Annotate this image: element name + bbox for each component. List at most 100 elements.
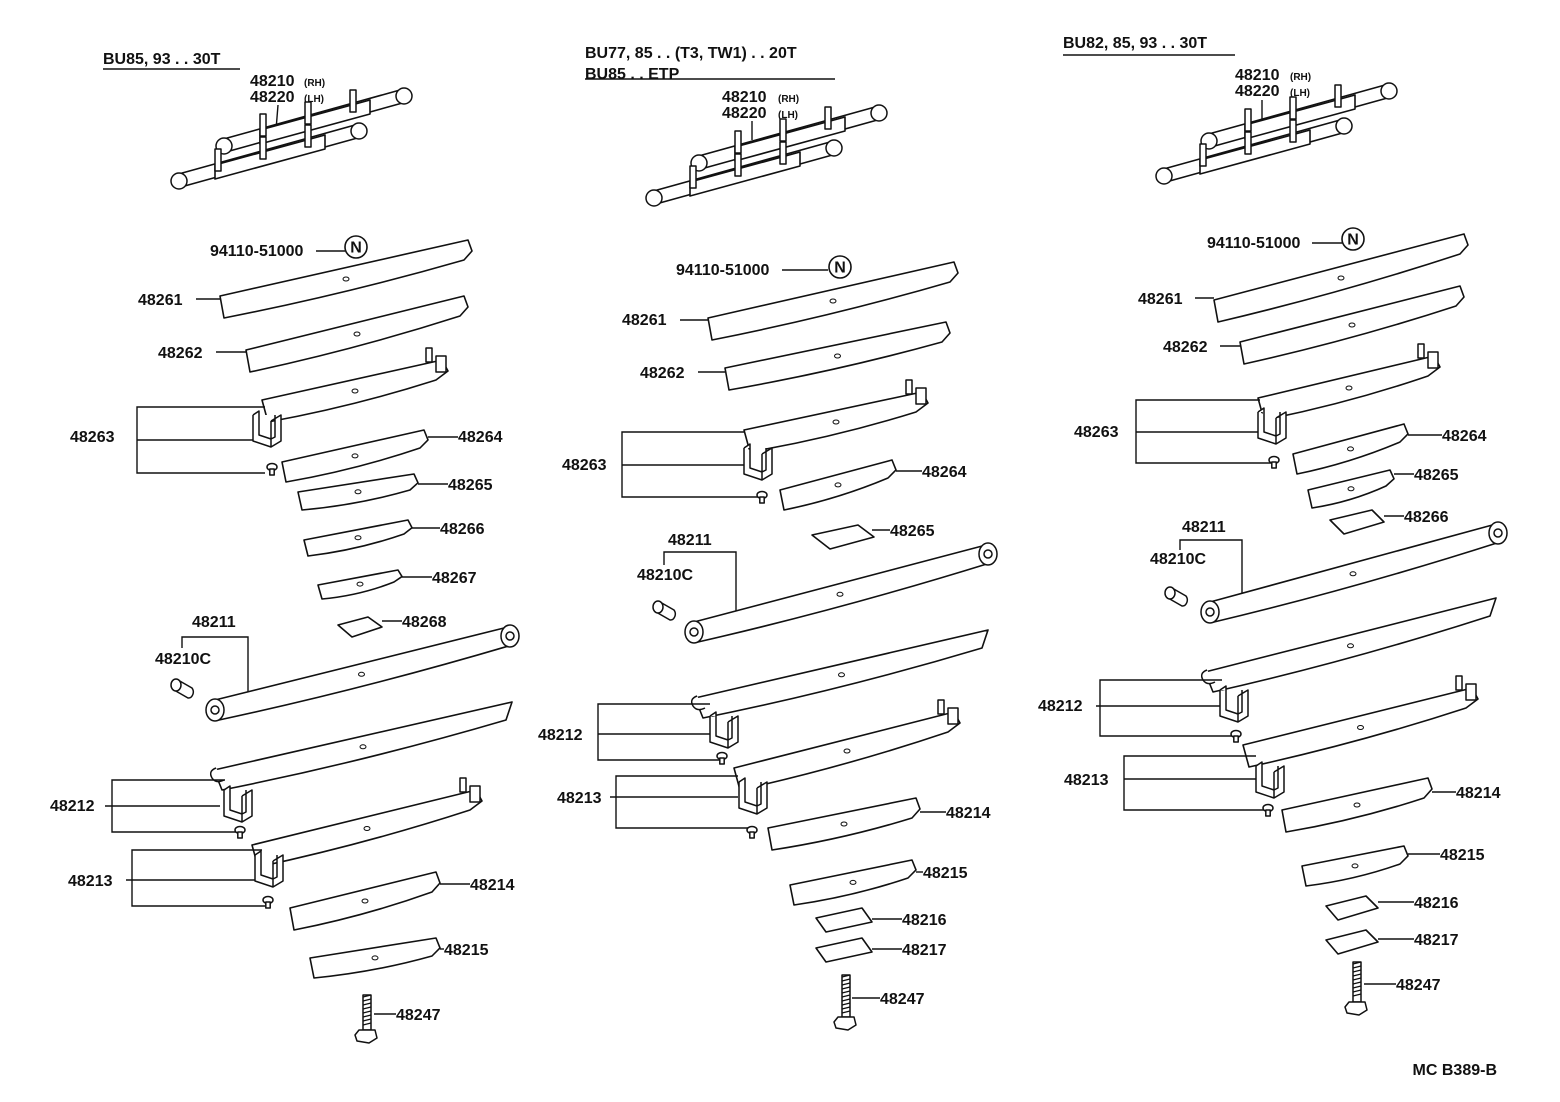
part-number-label: 48211 [192, 614, 236, 631]
assembly-number-label: 48210 [722, 89, 767, 106]
assembly-number-label: 48220 [250, 89, 295, 106]
assembly-leaf-icon [214, 134, 326, 180]
part-number-label: 48262 [158, 345, 203, 362]
spring-eye-icon [645, 189, 663, 207]
spring-clip-icon [254, 850, 284, 888]
part-number-label: 48216 [902, 912, 947, 929]
new-part-symbol-icon [344, 235, 368, 259]
part-number-label: 48211 [668, 532, 712, 549]
leader-line [597, 703, 722, 761]
leader-line [615, 775, 752, 829]
part-number-label: 48247 [1396, 977, 1441, 994]
spring-eye-bore-icon [1493, 528, 1503, 538]
center-hole-icon [371, 955, 379, 961]
center-hole-icon [838, 672, 845, 678]
bolt-thread-icon [362, 998, 372, 1002]
spring-clip-icon [905, 379, 927, 405]
new-part-symbol-icon [1341, 227, 1365, 251]
spring-eye-icon [1380, 82, 1398, 100]
spring-clip-icon [779, 118, 787, 142]
part-number-label: 48263 [562, 457, 607, 474]
wrapped-end-icon [690, 695, 706, 711]
new-part-symbol-icon [828, 255, 852, 279]
assembly-number-label: 48210 [250, 73, 295, 90]
leader-line [181, 636, 249, 698]
section-header: BU77, 85 . . (T3, TW1) . . 20T [585, 45, 797, 62]
wrapped-end-icon [209, 767, 225, 783]
spring-clip-icon [937, 699, 959, 725]
part-number-label: 48263 [1074, 424, 1119, 441]
bolt-thread-icon [841, 994, 851, 998]
center-hole-icon [353, 331, 361, 337]
part-number-label: 48268 [402, 614, 447, 631]
bolt-thread-icon [1352, 965, 1362, 969]
center-hole-icon [354, 535, 362, 541]
center-hole-icon [1351, 863, 1359, 869]
center-hole-icon [361, 898, 369, 904]
part-number-label: 48213 [557, 790, 602, 807]
part-number-label: 48265 [448, 477, 493, 494]
spring-clip-icon [689, 165, 697, 189]
spring-clip-icon [259, 136, 267, 160]
part-number-label: 48265 [1414, 467, 1459, 484]
spring-eye-icon [870, 104, 888, 122]
spring-eye-icon [1335, 117, 1353, 135]
center-hole-icon [832, 419, 840, 425]
part-number-label: 48266 [1404, 509, 1449, 526]
bolt-thread-icon [362, 1002, 372, 1006]
center-bolt-head-icon [833, 1016, 857, 1031]
part-number-label: 48267 [432, 570, 477, 587]
part-number-label: 94110-51000 [1207, 235, 1301, 252]
center-hole-icon [1347, 643, 1354, 649]
spring-eye-bore-icon [505, 631, 515, 641]
section-header: BU82, 85, 93 . . 30T [1063, 35, 1207, 52]
spring-clip-icon [1257, 407, 1287, 445]
spring-leaf-icon [1329, 509, 1385, 535]
center-hole-icon [354, 489, 362, 495]
bolt-thread-icon [1352, 993, 1362, 997]
center-hole-icon [834, 353, 841, 359]
spring-clip-icon [214, 148, 222, 172]
part-number-label: 48216 [1414, 895, 1459, 912]
spring-clip-icon [1199, 143, 1207, 167]
spring-eye-bore-icon [1205, 607, 1215, 617]
center-hole-icon [1353, 802, 1361, 808]
spring-eye-icon [825, 139, 843, 157]
spring-clip-icon [1219, 685, 1249, 723]
spring-clip-icon [738, 777, 768, 815]
spring-clip-icon [304, 101, 312, 125]
part-number-label: 48264 [458, 429, 503, 446]
center-hole-icon [1347, 446, 1354, 452]
center-hole-icon [356, 581, 364, 587]
bolt-thread-icon [1352, 989, 1362, 993]
center-hole-icon [1345, 385, 1353, 391]
new-part-symbol-label: N [834, 260, 846, 277]
part-number-label: 48217 [902, 942, 947, 959]
rivet-shank-icon [237, 831, 243, 839]
spring-clip-icon [1289, 96, 1297, 120]
part-number-label: 48214 [1456, 785, 1501, 802]
center-hole-icon [840, 821, 848, 827]
center-hole-icon [843, 748, 851, 754]
bolt-thread-icon [1352, 985, 1362, 989]
center-bolt-head-icon [1344, 1001, 1368, 1016]
spring-eye-icon [1155, 167, 1173, 185]
bolt-thread-icon [362, 1022, 372, 1026]
spring-clip-icon [259, 113, 267, 137]
leader-line [1179, 539, 1243, 598]
rivet-shank-icon [749, 831, 755, 839]
spring-clip-icon [223, 785, 253, 823]
part-number-label: 48215 [444, 942, 489, 959]
bushing-end-icon [652, 600, 664, 614]
bolt-thread-icon [362, 1018, 372, 1022]
assembly-side-label: (LH) [304, 94, 324, 105]
center-hole-icon [1357, 725, 1364, 730]
assembly-side-label: (RH) [1290, 72, 1311, 83]
part-number-label: 48211 [1182, 519, 1226, 536]
bolt-thread-icon [1352, 973, 1362, 977]
spring-clip-icon [734, 130, 742, 154]
assembly-number-label: 48220 [722, 105, 767, 122]
bushing-end-icon [170, 678, 182, 692]
part-number-label: 48214 [470, 877, 515, 894]
